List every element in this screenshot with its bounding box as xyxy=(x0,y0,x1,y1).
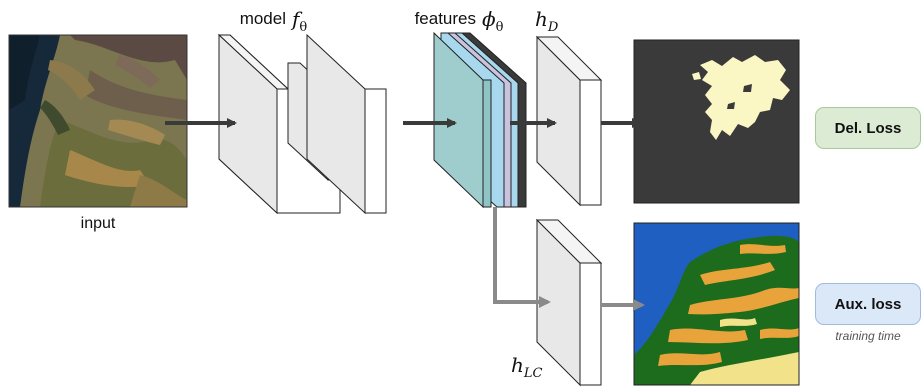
head-d-sub: D xyxy=(547,20,559,35)
deletion-loss-badge: Del. Loss xyxy=(815,107,921,149)
head-d-symbol: hD xyxy=(535,7,559,35)
arrows-auxiliary xyxy=(493,207,645,311)
head-lc-sub: LC xyxy=(523,366,543,381)
head-lc-sym: h xyxy=(511,353,524,377)
land-cover-output xyxy=(634,223,799,385)
model-label: model xyxy=(240,9,286,28)
features-label: features xyxy=(415,9,476,28)
features-symbol: ϕθ xyxy=(482,7,504,35)
deletion-mask-output xyxy=(633,39,800,204)
features-sym: ϕ xyxy=(482,7,496,31)
input-image xyxy=(9,35,187,207)
head-d-block xyxy=(535,35,603,207)
head-lc-symbol: hLC xyxy=(511,353,543,381)
model-decoder-block xyxy=(306,33,387,215)
training-time-note: training time xyxy=(835,329,901,343)
features-sub: θ xyxy=(496,20,504,35)
input-label: input xyxy=(81,215,116,232)
model-symbol: fθ xyxy=(290,7,307,35)
feature-stack xyxy=(433,31,527,209)
model-sub: θ xyxy=(299,20,307,35)
auxiliary-loss-badge: Aux. loss xyxy=(815,283,921,325)
head-lc-block xyxy=(535,218,603,387)
head-d-sym: h xyxy=(535,7,548,31)
